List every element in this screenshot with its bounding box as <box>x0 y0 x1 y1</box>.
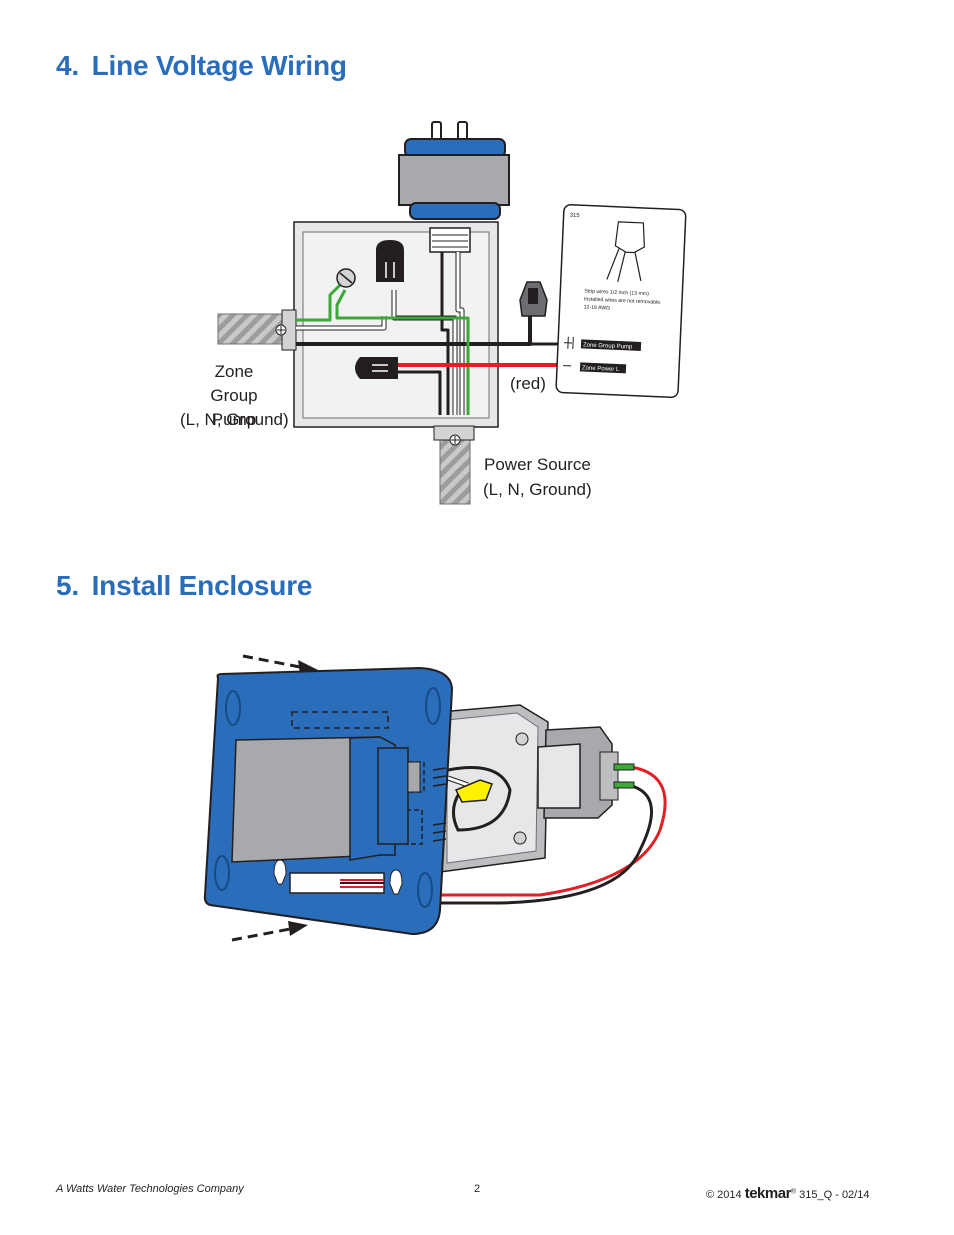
footer-copyright: © 2014 tekmar® 315_Q - 02/14 <box>706 1185 870 1202</box>
power-conduit <box>439 439 471 505</box>
footer-company: A Watts Water Technologies Company <box>56 1183 244 1195</box>
pump-label: Zone Group Pump <box>210 362 258 429</box>
page-number: 2 <box>474 1183 481 1195</box>
transformer-icon <box>537 726 619 819</box>
card-instructions-2: Installed wires are not removable. <box>584 296 662 305</box>
red-wire-label: (red) <box>510 374 546 393</box>
enclosure-transformer-block <box>231 736 421 863</box>
wire-nut-icon <box>355 357 398 379</box>
wire-nut-icon <box>454 779 493 803</box>
card-terminal-zone-group-pump: Zone Group Pump <box>583 342 633 350</box>
card-instructions-1: Strip wires 1/2 inch (13 mm). <box>584 288 650 297</box>
card-instructions-3: 12-18 AWG <box>584 304 611 311</box>
pump-label-detail: (L, N, Ground) <box>180 410 289 429</box>
tekmar-logo: tekmar <box>744 1185 792 1202</box>
card-terminal-zone-power: Zone Power L <box>582 365 620 373</box>
wire-nut-icon <box>376 240 404 282</box>
section-title-install-enclosure: 5. Install Enclosure <box>56 570 313 601</box>
section-title-line-voltage-wiring: 4. Line Voltage Wiring <box>56 50 347 81</box>
power-source-detail: (L, N, Ground) <box>483 480 592 499</box>
wiring-diagram: 315 Strip wires 1/2 inch (13 mm). Instal… <box>217 121 687 505</box>
enclosure-diagram <box>203 654 667 942</box>
instruction-card: 315 Strip wires 1/2 inch (13 mm). Instal… <box>555 204 687 399</box>
card-model: 315 <box>569 213 580 219</box>
arrow-icon <box>231 921 308 942</box>
electrical-box <box>439 704 549 873</box>
wires <box>296 252 575 415</box>
connector-icon <box>519 281 548 317</box>
transformer-icon <box>398 121 510 220</box>
power-source-label: Power Source <box>484 455 591 474</box>
